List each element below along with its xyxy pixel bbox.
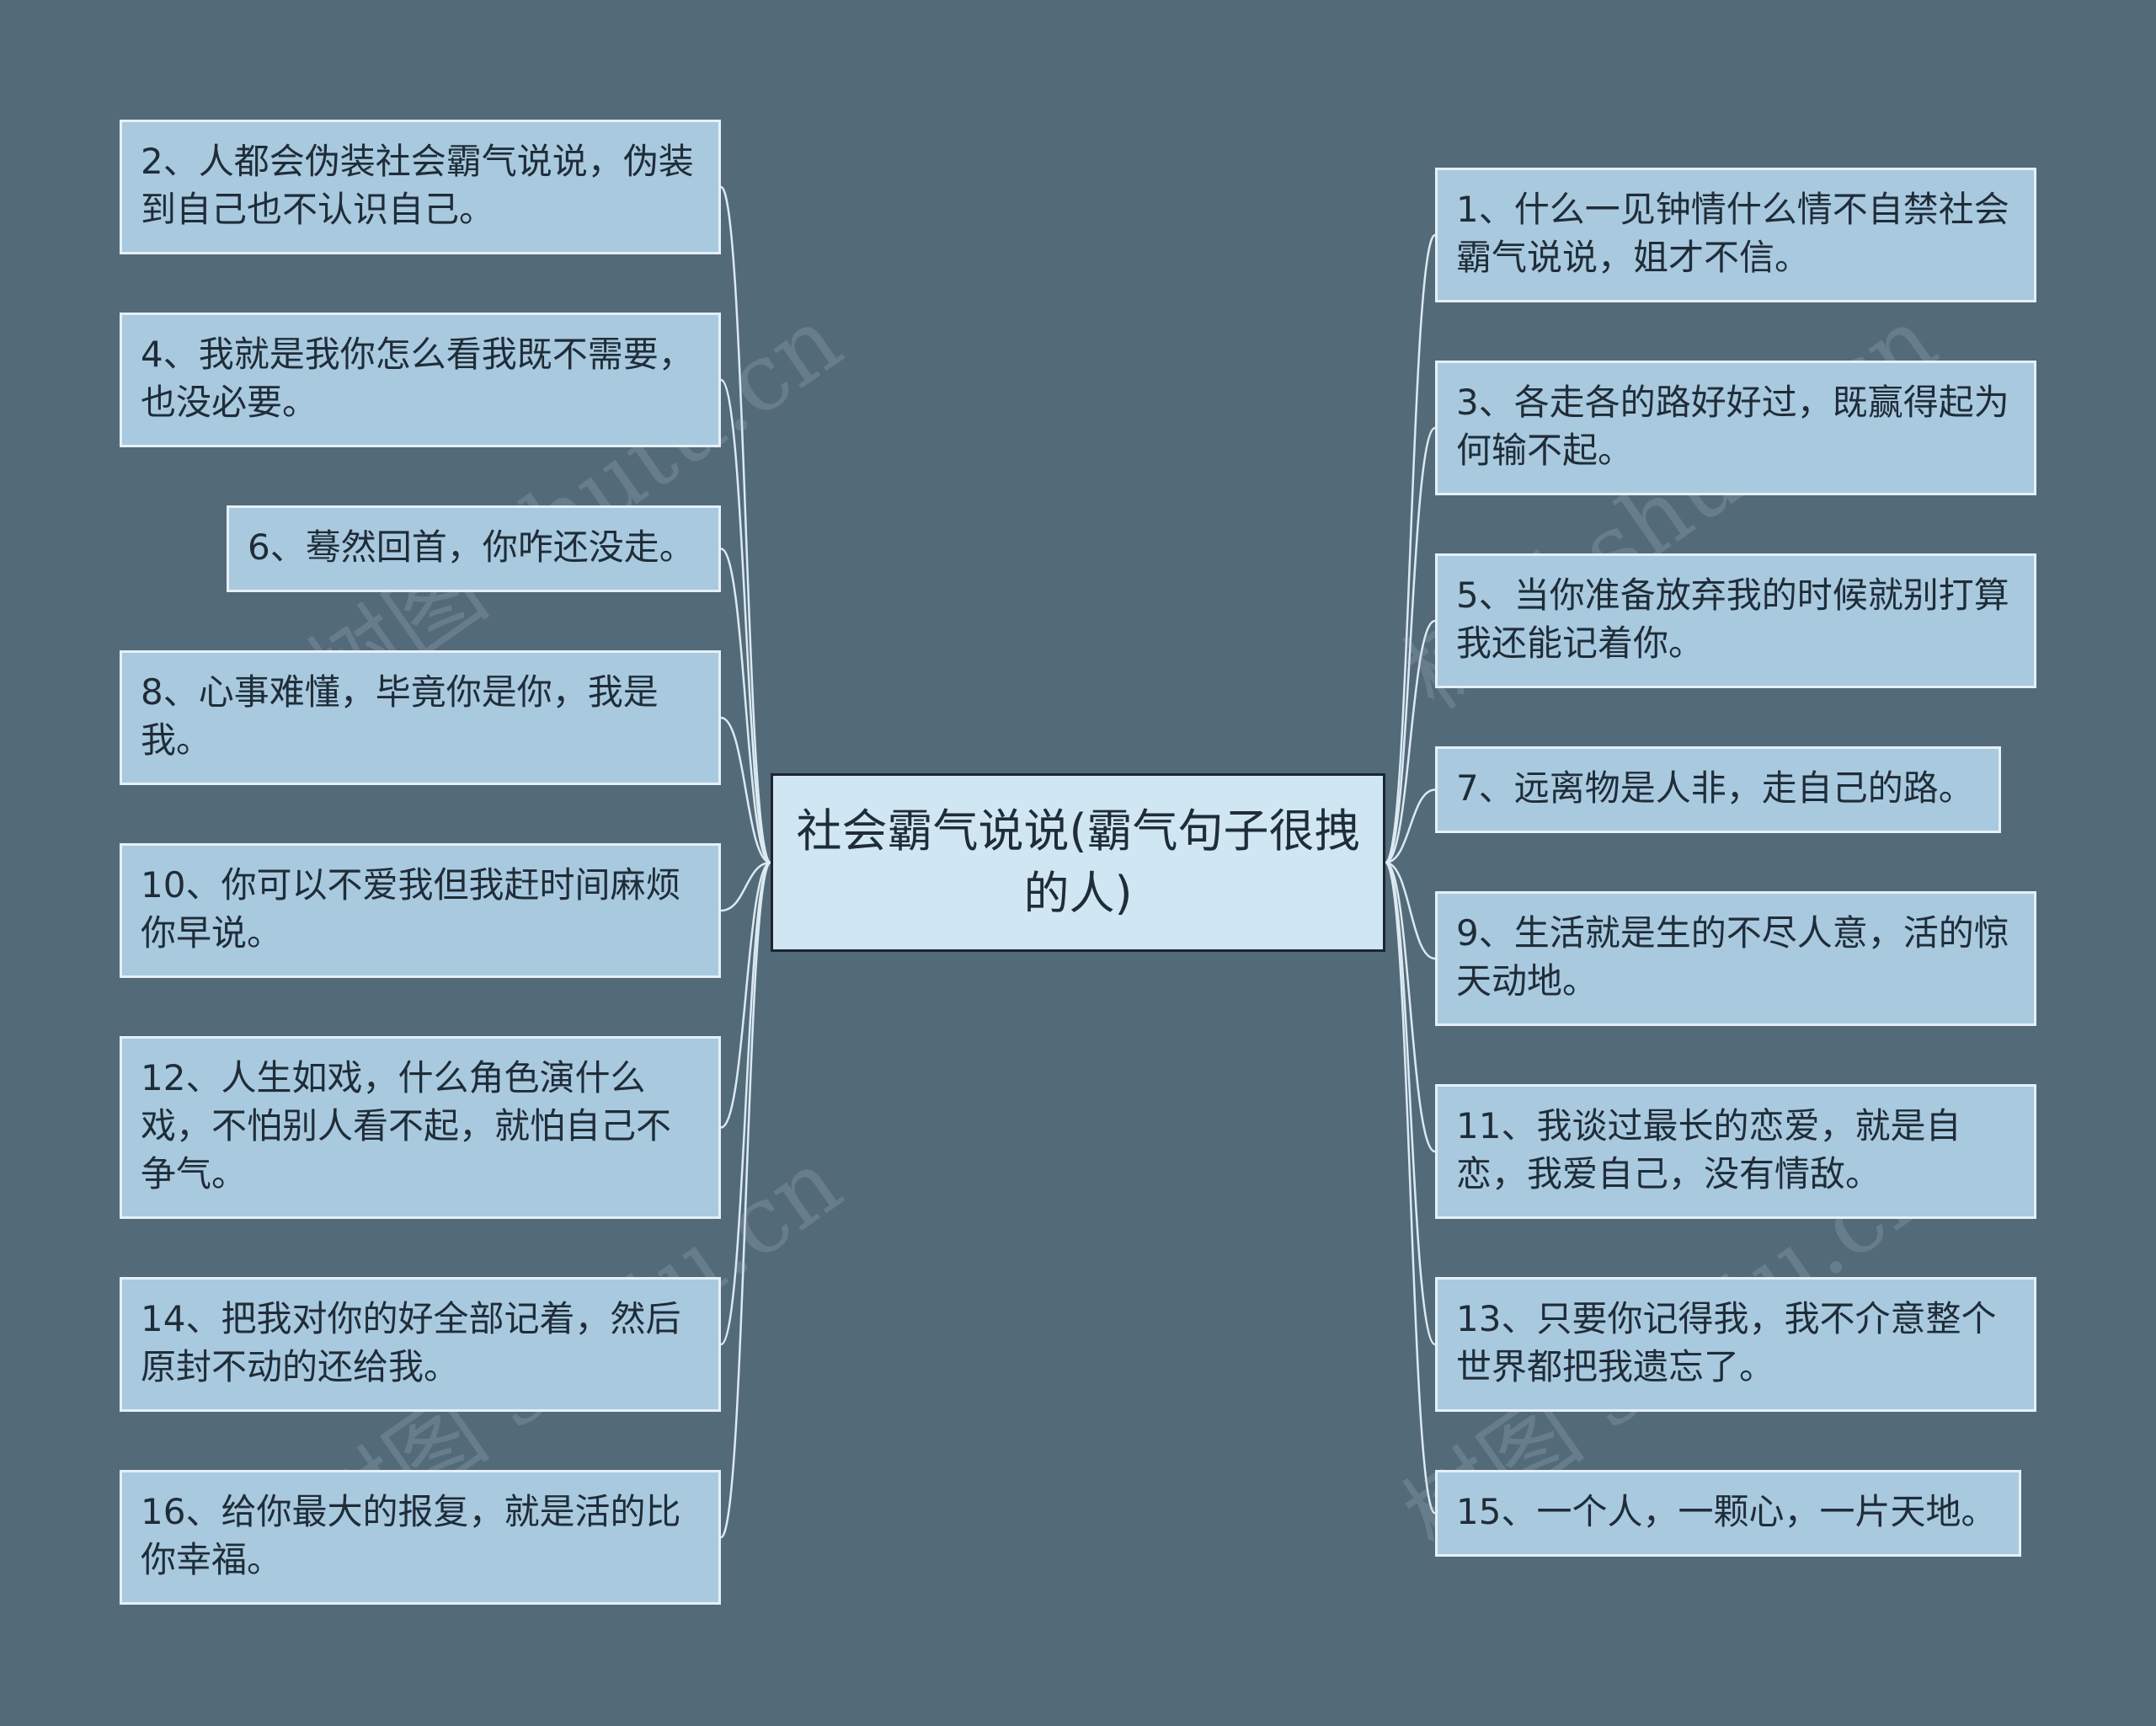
connector-line: [1385, 426, 1436, 864]
connector-line: [720, 861, 771, 1346]
branch-label: 9、生活就是生的不尽人意，活的惊天动地。: [1456, 912, 2009, 1002]
branch-node-right[interactable]: 13、只要你记得我，我不介意整个世界都把我遗忘了。: [1435, 1277, 2036, 1412]
connector-line: [720, 716, 771, 864]
connector-line: [1385, 861, 1436, 1346]
branch-node-right[interactable]: 15、一个人，一颗心，一片天地。: [1435, 1470, 2021, 1557]
connector-line: [720, 548, 771, 864]
connector-line: [1385, 619, 1436, 864]
branch-node-right[interactable]: 7、远离物是人非，走自己的路。: [1435, 746, 2001, 833]
branch-label: 8、心事难懂，毕竟你是你，我是我。: [141, 671, 659, 761]
branch-label: 10、你可以不爱我但我赶时间麻烦你早说。: [141, 864, 681, 954]
branch-label: 13、只要你记得我，我不介意整个世界都把我遗忘了。: [1456, 1298, 1997, 1387]
branch-label: 3、各走各的路好好过，既赢得起为何输不起。: [1456, 382, 2009, 471]
connector-line: [720, 861, 771, 1129]
connector-line: [1385, 861, 1436, 960]
branch-node-left[interactable]: 8、心事难懂，毕竟你是你，我是我。: [120, 650, 721, 785]
connector-line: [720, 861, 771, 912]
branch-label: 6、蓦然回首，你咋还没走。: [248, 526, 695, 568]
branch-node-left[interactable]: 6、蓦然回首，你咋还没走。: [227, 505, 721, 592]
branch-node-left[interactable]: 16、给你最大的报复，就是活的比你幸福。: [120, 1470, 721, 1605]
branch-node-left[interactable]: 14、把我对你的好全部记着，然后原封不动的还给我。: [120, 1277, 721, 1412]
branch-node-right[interactable]: 9、生活就是生的不尽人意，活的惊天动地。: [1435, 891, 2036, 1026]
connector-line: [720, 378, 771, 864]
root-topic-label: 社会霸气说说(霸气句子很拽的人): [796, 804, 1360, 920]
connector-line: [1384, 233, 1437, 864]
branch-label: 14、把我对你的好全部记着，然后原封不动的还给我。: [141, 1298, 681, 1387]
connector-line: [1384, 861, 1437, 1515]
branch-node-left[interactable]: 2、人都会伪装社会霸气说说，伪装到自己也不认识自己。: [120, 120, 721, 254]
branch-label: 2、人都会伪装社会霸气说说，伪装到自己也不认识自己。: [141, 141, 694, 230]
branch-node-left[interactable]: 10、你可以不爱我但我赶时间麻烦你早说。: [120, 843, 721, 978]
branch-label: 5、当你准备放弃我的时候就别打算我还能记着你。: [1456, 574, 2009, 664]
branch-label: 12、人生如戏，什么角色演什么戏，不怕别人看不起，就怕自己不争气。: [141, 1057, 672, 1194]
branch-node-right[interactable]: 11、我谈过最长的恋爱，就是自恋，我爱自己，没有情敌。: [1435, 1084, 2036, 1219]
branch-node-left[interactable]: 4、我就是我你怎么看我既不需要，也没必要。: [120, 313, 721, 447]
branch-label: 15、一个人，一颗心，一片天地。: [1456, 1491, 1997, 1532]
branch-label: 1、什么一见钟情什么情不自禁社会霸气说说，姐才不信。: [1456, 189, 2009, 278]
root-topic[interactable]: 社会霸气说说(霸气句子很拽的人): [771, 773, 1385, 952]
branch-label: 4、我就是我你怎么看我既不需要，也没必要。: [141, 334, 694, 423]
branch-label: 7、远离物是人非，走自己的路。: [1456, 767, 1974, 809]
connector-line: [1385, 861, 1436, 1153]
branch-node-left[interactable]: 12、人生如戏，什么角色演什么戏，不怕别人看不起，就怕自己不争气。: [120, 1036, 721, 1219]
branch-node-right[interactable]: 1、什么一见钟情什么情不自禁社会霸气说说，姐才不信。: [1435, 168, 2036, 302]
branch-label: 11、我谈过最长的恋爱，就是自恋，我爱自己，没有情敌。: [1456, 1105, 1961, 1194]
branch-node-right[interactable]: 3、各走各的路好好过，既赢得起为何输不起。: [1435, 361, 2036, 495]
branch-label: 16、给你最大的报复，就是活的比你幸福。: [141, 1491, 681, 1580]
connector-line: [719, 185, 772, 864]
branch-node-right[interactable]: 5、当你准备放弃我的时候就别打算我还能记着你。: [1435, 553, 2036, 688]
connector-line: [719, 861, 772, 1539]
connector-line: [1385, 788, 1436, 864]
